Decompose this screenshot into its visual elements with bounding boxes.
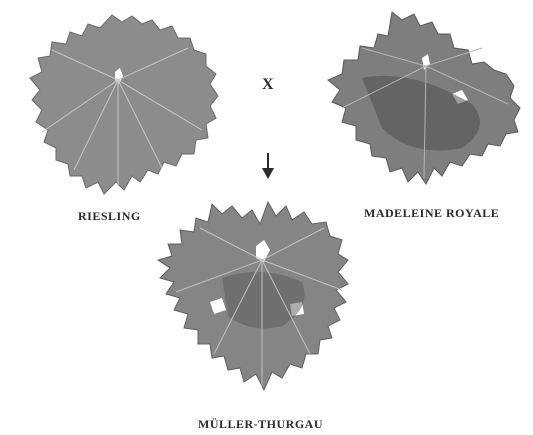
down-arrow-icon xyxy=(260,152,276,180)
madeleine-royale-label: MADELEINE ROYALE xyxy=(364,206,499,221)
muller-thurgau-leaf xyxy=(152,198,378,410)
riesling-leaf xyxy=(12,10,222,205)
cross-symbol: X xyxy=(262,76,274,94)
riesling-label: RIESLING xyxy=(78,209,141,224)
muller-thurgau-label: MÜLLER-THURGAU xyxy=(198,417,323,432)
madeleine-royale-leaf xyxy=(322,8,527,200)
